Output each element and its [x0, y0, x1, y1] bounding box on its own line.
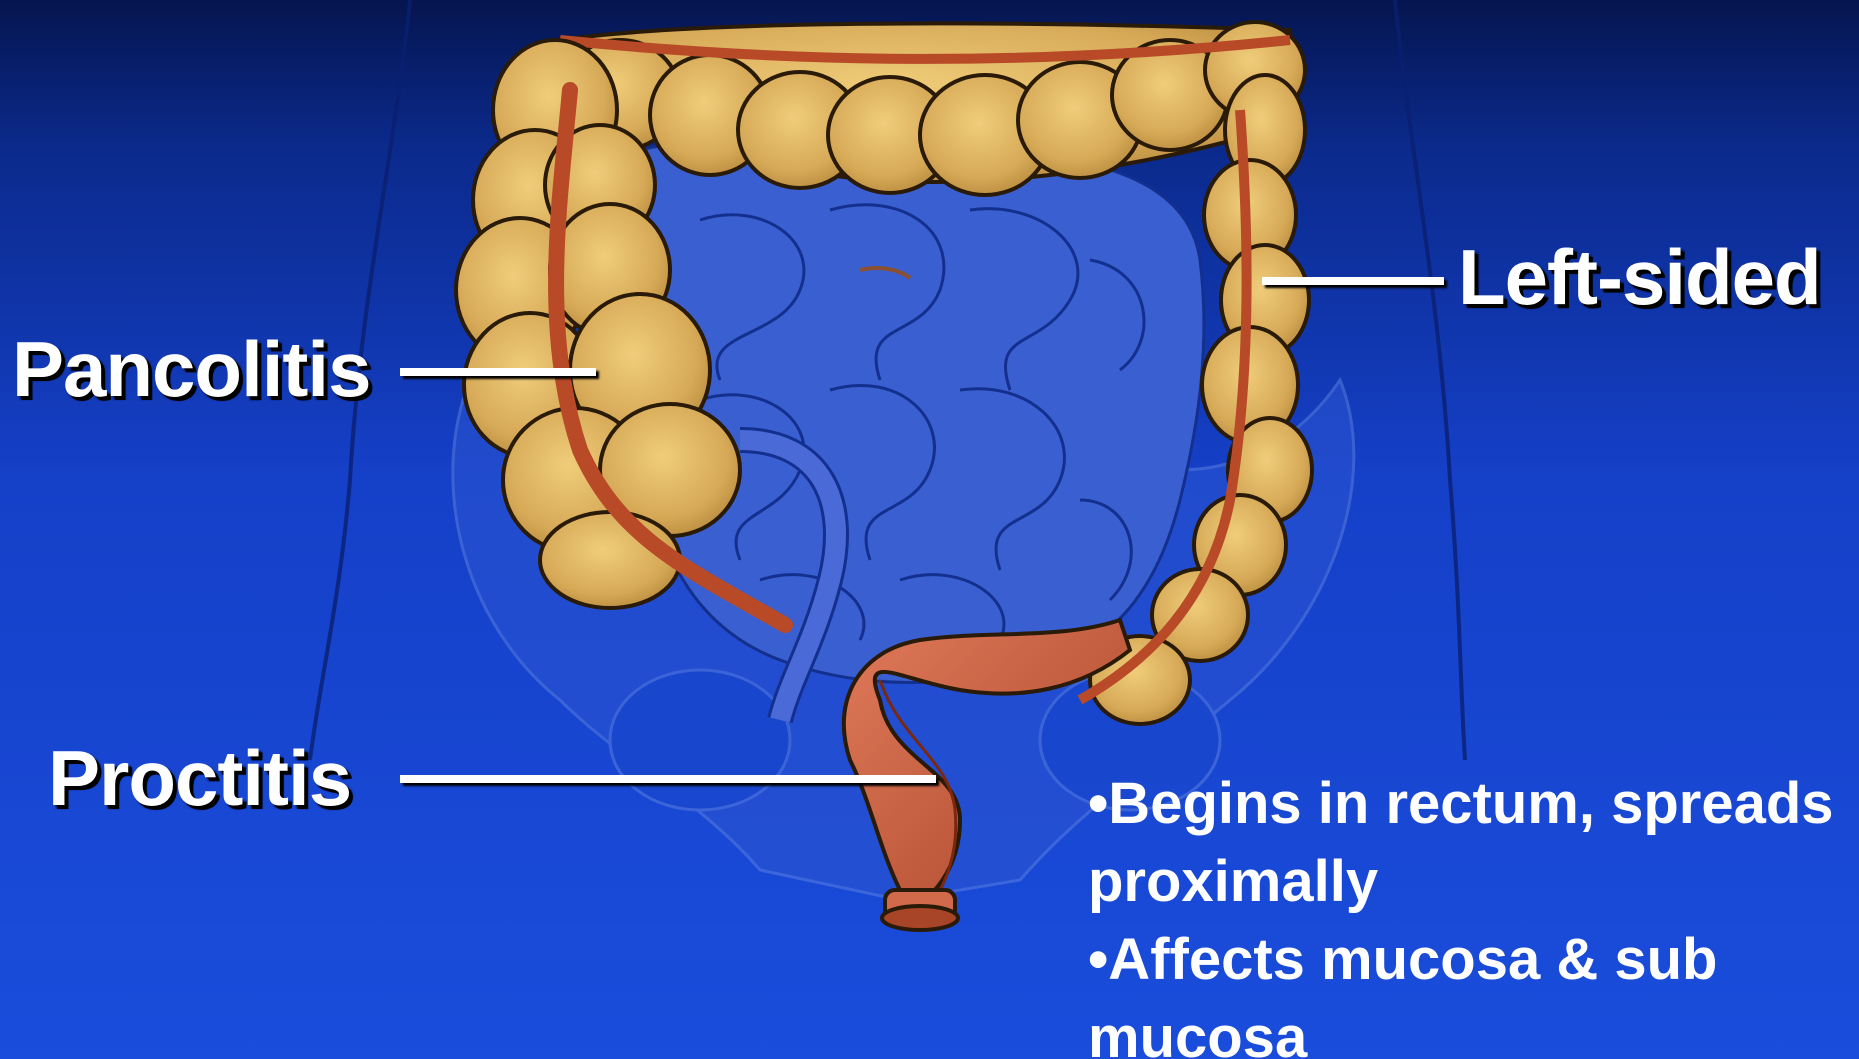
- bullet-list: •Begins in rectum, spreads proximally •A…: [1088, 765, 1848, 1059]
- proctitis-label: Proctitis: [48, 733, 351, 824]
- pancolitis-label: Pancolitis: [12, 324, 370, 415]
- pancolitis-pointer-line: [400, 368, 596, 376]
- small-intestine: [636, 138, 1204, 682]
- bullet-item: •Affects mucosa & sub mucosa: [1088, 921, 1848, 1059]
- bullet-item: •Begins in rectum, spreads proximally: [1088, 765, 1848, 921]
- proctitis-pointer-line: [400, 775, 936, 783]
- left-sided-pointer-line: [1262, 277, 1444, 285]
- left-sided-label: Left-sided: [1458, 232, 1821, 323]
